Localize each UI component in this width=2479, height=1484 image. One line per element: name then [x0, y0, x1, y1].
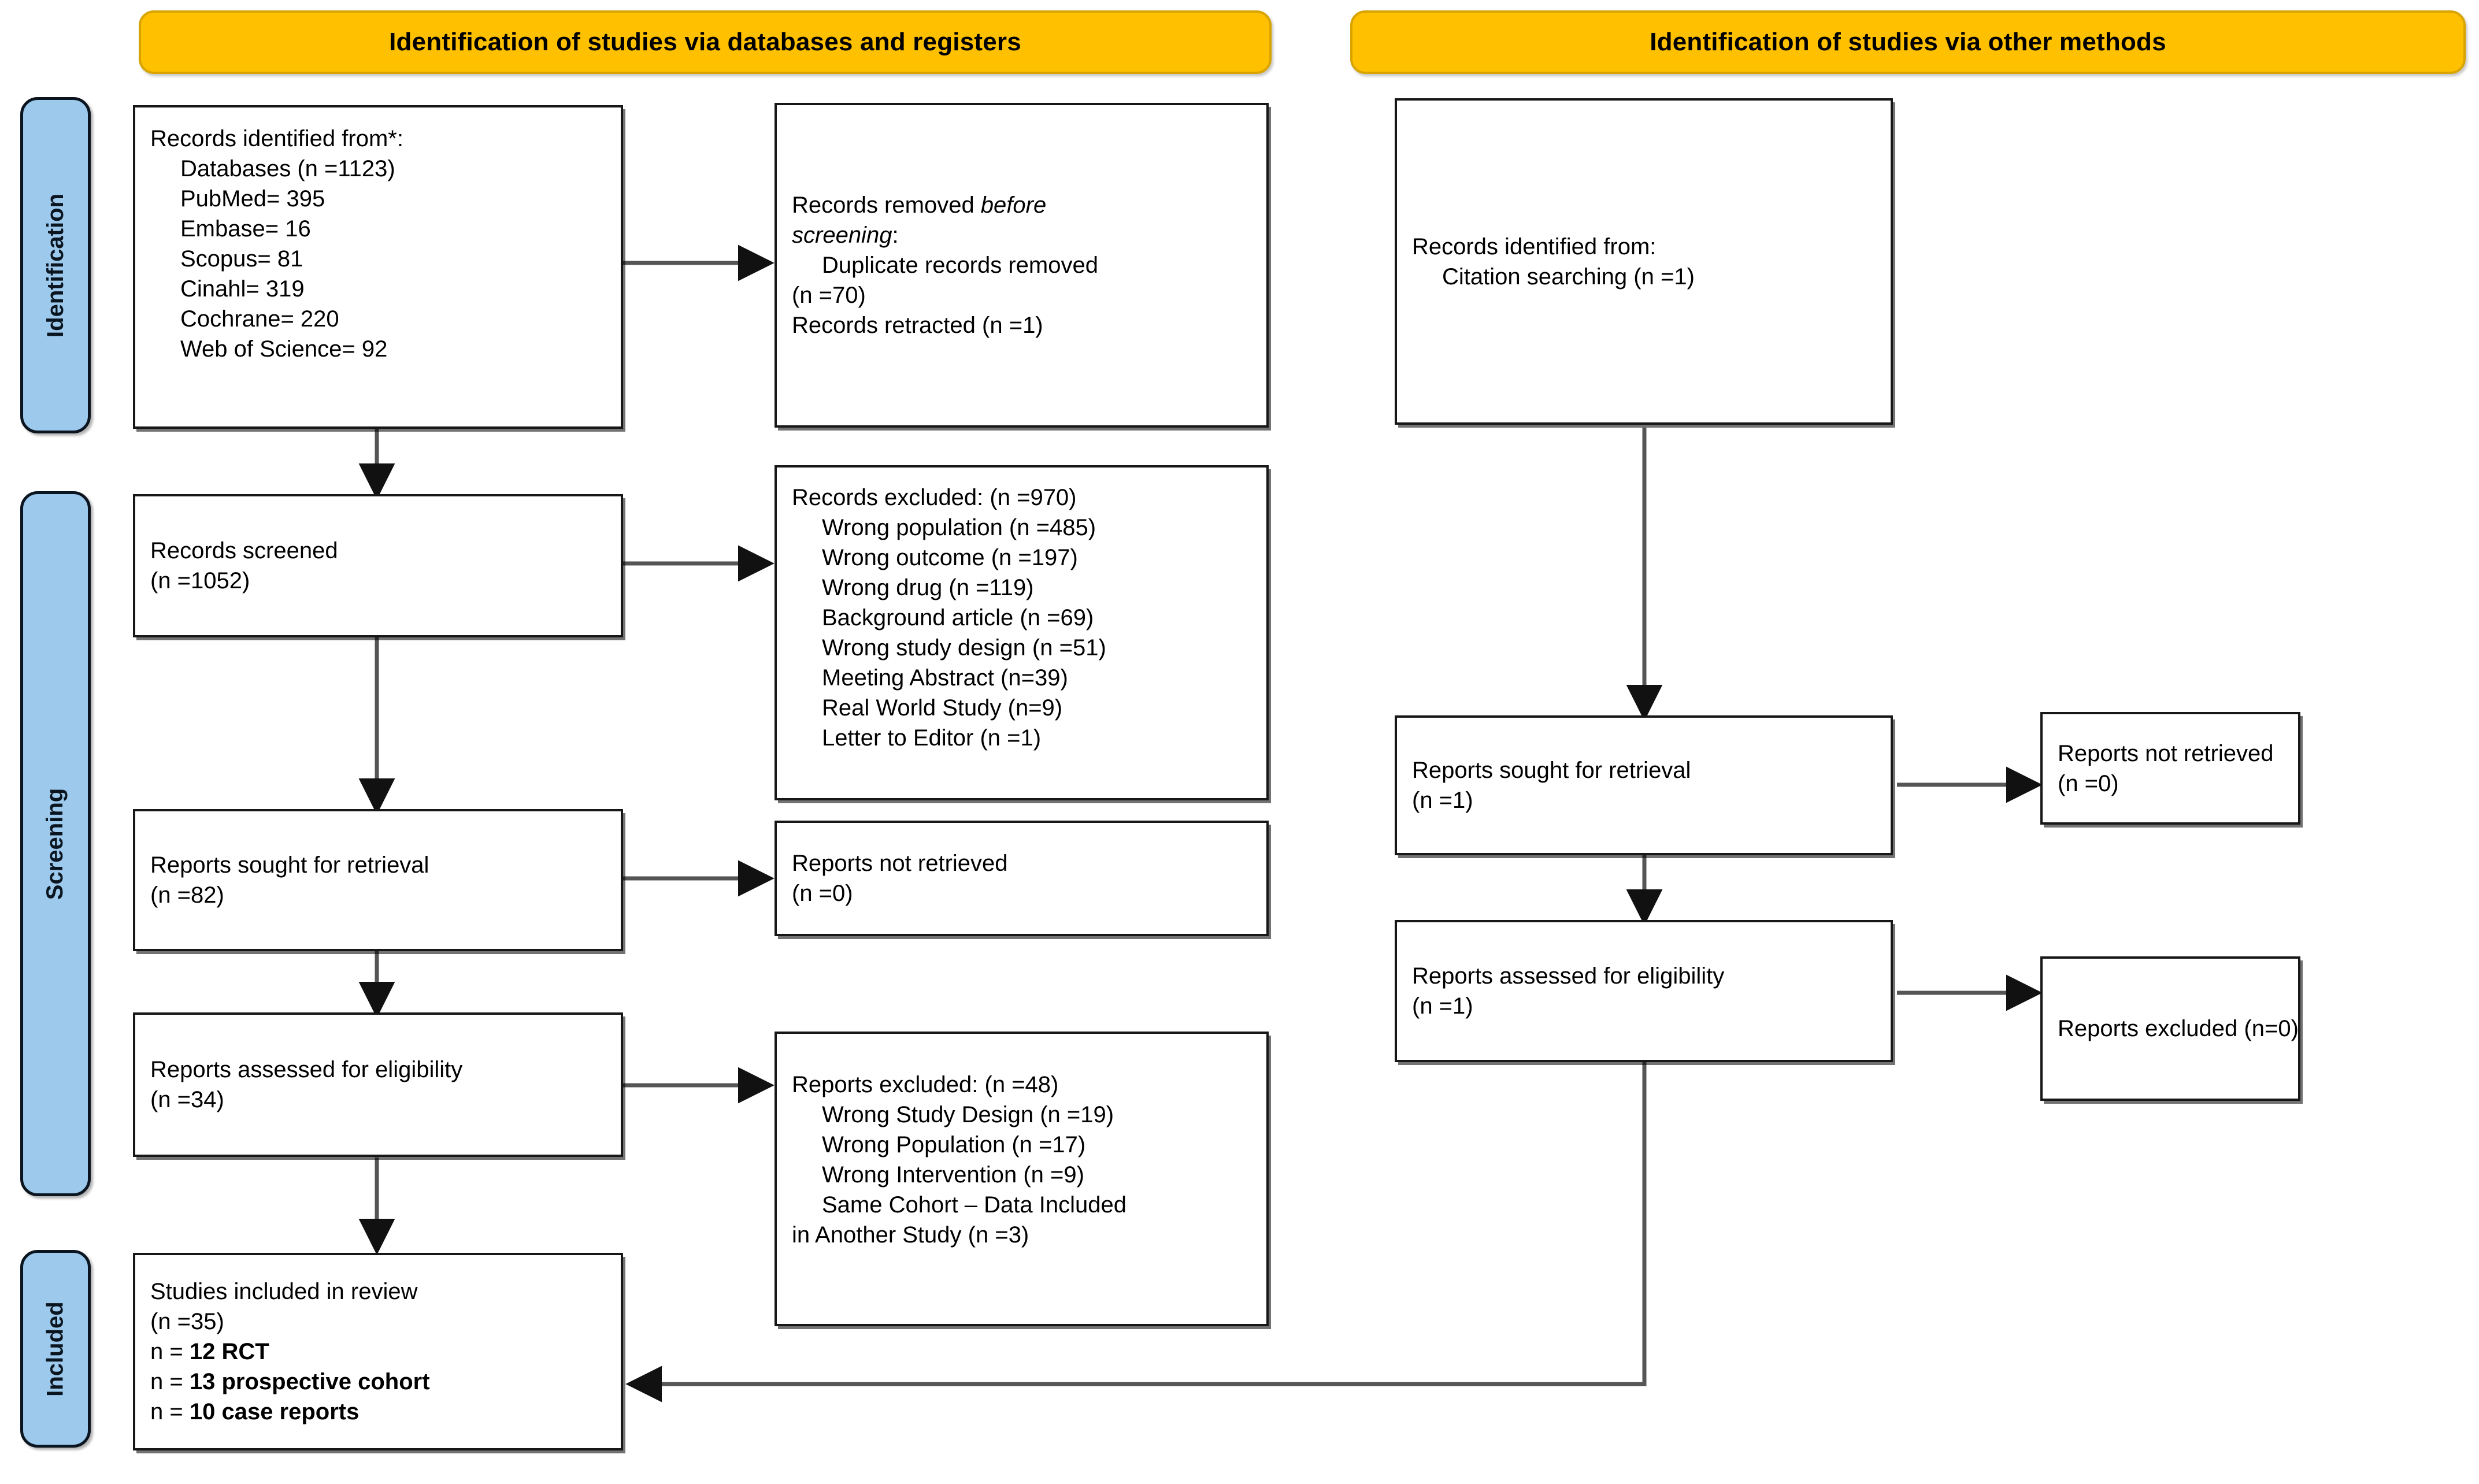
reports-sought-line2: (n =82) — [150, 882, 224, 908]
records-identified-title: Records identified from*: — [150, 126, 403, 151]
node-studies-included-in-review: Studies included in review (n =35) n = 1… — [133, 1253, 623, 1450]
other-not-retrieved-line2: (n =0) — [2058, 770, 2119, 796]
records-screened-line1: Records screened — [150, 538, 338, 563]
other-identified-item-0: Citation searching (n =1) — [1442, 264, 1695, 290]
node-reports-sought-for-retrieval: Reports sought for retrieval (n =82) — [133, 809, 623, 951]
records-identified-item-2: Embase= 16 — [180, 216, 311, 242]
reports-assessed-line2: (n =34) — [150, 1087, 224, 1112]
stage-badge-identification: Identification — [20, 97, 91, 433]
records-excluded-item-6: Real World Study (n=9) — [822, 695, 1063, 721]
header-other-methods: Identification of studies via other meth… — [1350, 10, 2466, 74]
other-not-retrieved-line1: Reports not retrieved — [2058, 740, 2274, 766]
other-excluded-line1: Reports excluded (n=0) — [2058, 1016, 2299, 1041]
node-other-reports-assessed: Reports assessed for eligibility (n =1) — [1395, 920, 1893, 1062]
reports-sought-line1: Reports sought for retrieval — [150, 852, 429, 878]
records-removed-line1: Records removed before — [792, 192, 1047, 218]
node-other-reports-not-retrieved: Reports not retrieved (n =0) — [2040, 712, 2300, 825]
other-assessed-line2: (n =1) — [1412, 993, 1473, 1019]
node-other-reports-excluded: Reports excluded (n=0) — [2040, 956, 2300, 1101]
records-excluded-item-2: Wrong drug (n =119) — [822, 575, 1034, 600]
node-reports-assessed-for-eligibility: Reports assessed for eligibility (n =34) — [133, 1012, 623, 1157]
studies-included-line3: n = 12 RCT — [150, 1339, 269, 1364]
other-sought-line2: (n =1) — [1412, 788, 1473, 813]
other-assessed-line1: Reports assessed for eligibility — [1412, 963, 1725, 989]
studies-included-line5: n = 10 case reports — [150, 1399, 360, 1424]
header-databases-registers: Identification of studies via databases … — [139, 10, 1272, 74]
reports-excluded-title: Reports excluded: (n =48) — [792, 1072, 1059, 1097]
records-removed-item-1: (n =70) — [792, 283, 866, 308]
reports-excluded-item-3: Same Cohort – Data Included — [822, 1192, 1127, 1218]
node-records-excluded: Records excluded: (n =970) Wrong populat… — [775, 465, 1269, 800]
node-records-screened: Records screened (n =1052) — [133, 494, 623, 637]
reports-excluded-item-1: Wrong Population (n =17) — [822, 1132, 1086, 1157]
other-sought-line1: Reports sought for retrieval — [1412, 758, 1691, 783]
node-records-removed-before-screening: Records removed before screening: Duplic… — [775, 103, 1269, 428]
stage-badge-included: Included — [20, 1250, 91, 1448]
records-excluded-item-5: Meeting Abstract (n=39) — [822, 665, 1068, 691]
reports-excluded-item-0: Wrong Study Design (n =19) — [822, 1102, 1114, 1127]
studies-included-line2: (n =35) — [150, 1309, 224, 1334]
records-removed-item-2: Records retracted (n =1) — [792, 313, 1043, 338]
reports-not-retrieved-line1: Reports not retrieved — [792, 851, 1008, 876]
node-records-identified-databases: Records identified from*: Databases (n =… — [133, 105, 623, 429]
node-other-reports-sought: Reports sought for retrieval (n =1) — [1395, 715, 1893, 855]
records-identified-item-6: Web of Science= 92 — [180, 336, 388, 362]
other-identified-title: Records identified from: — [1412, 233, 1657, 259]
records-excluded-title: Records excluded: (n =970) — [792, 485, 1077, 510]
stage-screening-label: Screening — [42, 788, 68, 900]
records-excluded-item-7: Letter to Editor (n =1) — [822, 725, 1042, 751]
records-excluded-item-3: Background article (n =69) — [822, 605, 1094, 630]
node-records-identified-other: Records identified from: Citation search… — [1395, 98, 1893, 425]
node-reports-not-retrieved: Reports not retrieved (n =0) — [775, 821, 1269, 936]
studies-included-line4: n = 13 prospective cohort — [150, 1369, 430, 1394]
records-removed-item-0: Duplicate records removed — [822, 253, 1098, 278]
records-identified-item-1: PubMed= 395 — [180, 186, 325, 212]
studies-included-line1: Studies included in review — [150, 1279, 418, 1304]
stage-identification-label: Identification — [42, 193, 68, 337]
records-excluded-item-4: Wrong study design (n =51) — [822, 635, 1106, 661]
records-identified-item-0: Databases (n =1123) — [180, 156, 395, 181]
reports-not-retrieved-line2: (n =0) — [792, 881, 853, 906]
reports-excluded-item-4: in Another Study (n =3) — [792, 1222, 1029, 1248]
reports-excluded-item-2: Wrong Intervention (n =9) — [822, 1162, 1084, 1188]
records-screened-line2: (n =1052) — [150, 568, 250, 593]
header-other-label: Identification of studies via other meth… — [1650, 28, 2166, 56]
stage-included-label: Included — [42, 1301, 68, 1397]
reports-assessed-line1: Reports assessed for eligibility — [150, 1057, 463, 1082]
records-identified-item-4: Cinahl= 319 — [180, 276, 305, 302]
records-excluded-item-0: Wrong population (n =485) — [822, 515, 1096, 540]
records-removed-line2: screening: — [792, 222, 899, 248]
header-databases-label: Identification of studies via databases … — [389, 28, 1021, 56]
node-reports-excluded-detail: Reports excluded: (n =48) Wrong Study De… — [775, 1032, 1269, 1326]
records-identified-item-5: Cochrane= 220 — [180, 306, 339, 332]
records-excluded-item-1: Wrong outcome (n =197) — [822, 545, 1078, 570]
records-identified-item-3: Scopus= 81 — [180, 246, 303, 272]
stage-badge-screening: Screening — [20, 491, 91, 1196]
